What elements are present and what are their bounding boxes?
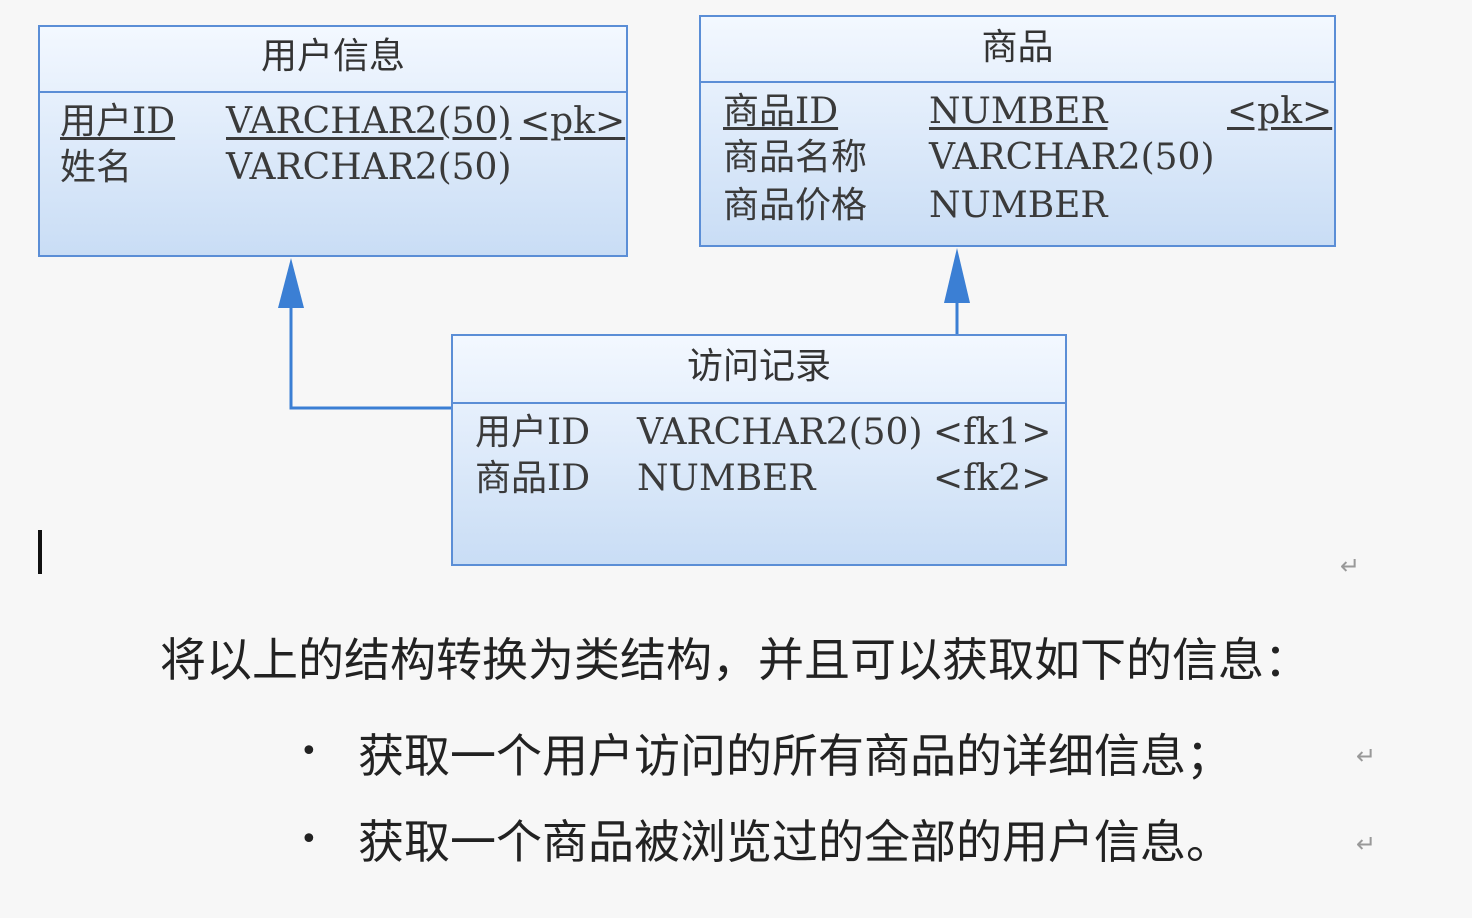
entity-title: 商品 bbox=[701, 17, 1334, 83]
paragraph-mark-icon: ↵ bbox=[1356, 830, 1377, 858]
attr-name: 用户ID bbox=[60, 101, 176, 142]
attr-key: <fk1> bbox=[933, 412, 1052, 453]
connector-visit-to-user bbox=[289, 305, 451, 410]
attr-name: 商品价格 bbox=[723, 185, 868, 226]
attr-type: VARCHAR2(50) bbox=[226, 101, 512, 142]
paragraph-mark-icon: ↵ bbox=[1356, 742, 1377, 770]
bullet-item: 获取一个商品被浏览过的全部的用户信息。 bbox=[358, 815, 1232, 869]
paragraph-mark-icon: ↵ bbox=[1340, 552, 1361, 580]
attr-name: 商品ID bbox=[475, 458, 591, 499]
entity-user-info: 用户信息 用户ID VARCHAR2(50) <pk> 姓名 VARCHAR2(… bbox=[38, 25, 628, 257]
attr-type: NUMBER bbox=[929, 91, 1108, 132]
arrowhead-up-icon bbox=[944, 248, 970, 303]
entity-title: 用户信息 bbox=[40, 27, 626, 93]
attr-key: <pk> bbox=[1227, 91, 1333, 132]
attr-type: VARCHAR2(50) bbox=[929, 137, 1215, 178]
attr-type: NUMBER bbox=[637, 458, 816, 499]
instruction-sentence: 将以上的结构转换为类结构，并且可以获取如下的信息： bbox=[160, 633, 1310, 687]
attr-name: 商品ID bbox=[723, 91, 839, 132]
attr-name: 商品名称 bbox=[723, 137, 868, 178]
attr-type: NUMBER bbox=[929, 185, 1108, 226]
attr-type: VARCHAR2(50) bbox=[637, 412, 923, 453]
attr-key: <pk> bbox=[520, 101, 626, 142]
bullet-dot-icon: • bbox=[300, 734, 318, 769]
attr-type: VARCHAR2(50) bbox=[226, 147, 512, 188]
bullet-item: 获取一个用户访问的所有商品的详细信息； bbox=[358, 729, 1232, 783]
attr-name: 姓名 bbox=[60, 147, 133, 188]
entity-visit-record: 访问记录 用户ID VARCHAR2(50) <fk1> 商品ID NUMBER… bbox=[451, 334, 1067, 566]
entity-title: 访问记录 bbox=[453, 336, 1065, 404]
attr-name: 用户ID bbox=[475, 412, 591, 453]
bullet-dot-icon: • bbox=[300, 822, 318, 857]
attr-key: <fk2> bbox=[933, 458, 1052, 499]
entity-goods: 商品 商品ID NUMBER <pk> 商品名称 VARCHAR2(50) 商品… bbox=[699, 15, 1336, 247]
arrowhead-up-icon bbox=[278, 258, 304, 308]
text-cursor bbox=[38, 530, 42, 574]
